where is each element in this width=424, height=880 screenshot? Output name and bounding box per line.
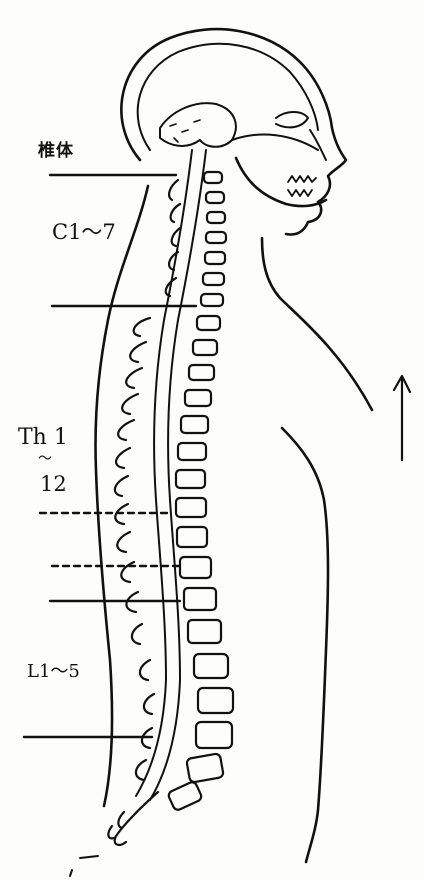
chest-line <box>282 428 328 862</box>
skull-base-dots <box>170 120 200 142</box>
nasal-line <box>310 130 326 160</box>
eye-socket <box>276 112 308 127</box>
lumbar-label: L1～5 <box>27 663 80 681</box>
thoracic-label: Th 1 <box>18 427 68 449</box>
arrow-icon <box>394 376 410 460</box>
front-neck <box>262 238 372 410</box>
skull-inner-line <box>138 44 318 150</box>
lumbar-vertebrae <box>136 654 233 811</box>
teeth-upper <box>288 176 316 182</box>
thoracic-end-label: 12 <box>40 474 67 495</box>
cervical-vertebrae <box>166 172 226 306</box>
spinal-canal-posterior <box>136 150 192 796</box>
teeth-lower <box>288 190 312 196</box>
vertebra-label: 椎体 <box>38 143 74 160</box>
cervical-label: C1～7 <box>52 222 116 243</box>
thoracic-range-separator: 〜 <box>38 452 52 466</box>
cheekbone <box>232 135 318 150</box>
bottom-mark <box>70 856 98 876</box>
sacrum <box>108 792 158 845</box>
